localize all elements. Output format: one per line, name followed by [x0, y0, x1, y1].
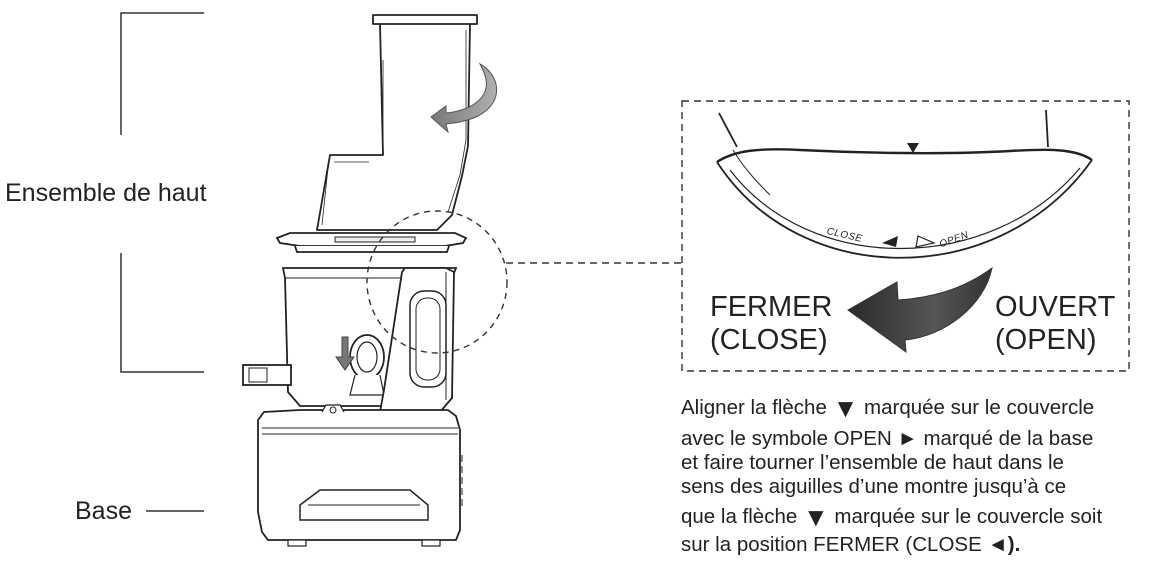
base-label: Base [75, 497, 132, 525]
instruction-line-6: sur la position FERMER (CLOSE ◄). [681, 533, 1020, 557]
motor-column [378, 267, 455, 413]
top-assembly-bracket [120, 12, 204, 135]
rotation-arrow-chute [430, 62, 498, 134]
down-arrow [335, 336, 355, 371]
lid [275, 232, 468, 253]
instruction-line-4: sens des aiguilles d’une montre jusqu’à … [681, 475, 1067, 498]
lid-detail [716, 109, 1093, 259]
lid-open-mark [915, 235, 936, 248]
detail-focus-circle [366, 210, 508, 354]
close-label-line2: (CLOSE) [710, 324, 828, 356]
feed-chute [316, 14, 478, 231]
instruction-line-1: Aligner la flèche ▼ marquée sur le couve… [681, 393, 1095, 423]
lid-close-mark [882, 236, 898, 247]
open-label-line2: (OPEN) [995, 324, 1097, 356]
instruction-line-5: que la flèche ▼ marquée sur le couvercle… [681, 502, 1103, 532]
top-assembly-label: Ensemble de haut [5, 179, 207, 207]
motor-base [257, 404, 461, 547]
instruction-text: marquée sur le couvercle soit [834, 505, 1103, 528]
arrow-down-icon: ▼ [832, 393, 859, 423]
instruction-text: ◄). [987, 533, 1021, 556]
open-label-line1: OUVERT [995, 291, 1116, 323]
close-direction-arrow [847, 266, 993, 354]
instruction-line-2: avec le symbole OPEN ► marqué de la base [681, 427, 1094, 450]
close-label: FERMER (CLOSE) [710, 291, 832, 357]
detail-box [681, 100, 1130, 372]
open-label: OUVERT (OPEN) [995, 291, 1115, 357]
instruction-text: marquée sur le couvercle [864, 396, 1095, 419]
base-bracket [120, 253, 204, 373]
instruction-text: Aligner la flèche [681, 396, 827, 419]
instruction-line-3: et faire tourner l’ensemble de haut dans… [681, 451, 1064, 474]
instruction-text: sur la position FERMER (CLOSE [681, 533, 982, 556]
lid-triangle-mark [907, 143, 919, 153]
close-label-line1: FERMER [710, 291, 833, 323]
arrow-down-icon: ▼ [802, 502, 829, 532]
instruction-text: que la flèche [681, 505, 798, 528]
